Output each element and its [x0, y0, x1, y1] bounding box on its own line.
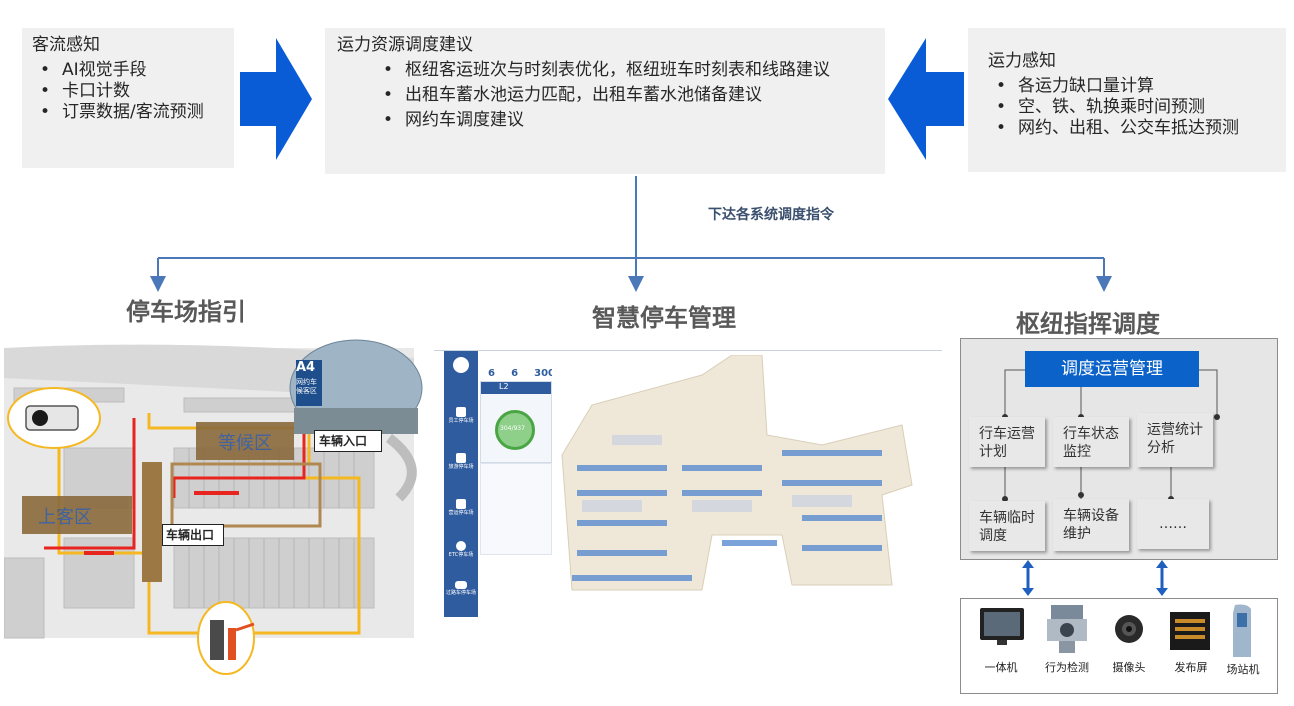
list-item: 网约车调度建议 [375, 110, 873, 131]
camera-icon [1115, 615, 1143, 643]
kiosk-icon [1233, 604, 1251, 657]
staff-icon [456, 407, 466, 417]
tour-icon [456, 453, 466, 463]
parking-lot-map [552, 355, 942, 617]
stat-value: 6 [488, 368, 495, 379]
car-icon [455, 581, 467, 589]
exit-text: 车辆出口 [166, 528, 215, 542]
list-item: 卡口计数 [32, 81, 224, 102]
sidebar-item-operation[interactable]: 营运停车场 [444, 497, 478, 527]
parking-guide-title: 停车场指引 [126, 298, 246, 326]
sidebar-item-label: 员工停车场 [448, 418, 474, 424]
capacity-sensing-list: 各运力缺口量计算 空、铁、轨换乘时间预测 网约、出租、公交车抵达预测 [988, 76, 1272, 139]
device-label-terminal: 一体机 [984, 661, 1018, 674]
parking-map-drawing [3, 339, 423, 675]
entrance-label: 车辆入口 [314, 430, 382, 452]
terminal-icon [980, 608, 1024, 645]
hub-dispatch-panel: 调度运营管理 行车运营计划 行车状态监控 运营统计分析 车辆临时调度 车辆设备维… [960, 338, 1278, 560]
passenger-sensing-box: 客流感知 AI视觉手段 卡口计数 订票数据/客流预测 [22, 28, 234, 168]
entrance-text: 车辆入口 [319, 434, 368, 448]
sidebar-item-label: 旅游停车场 [448, 464, 474, 470]
app-logo-icon [453, 357, 469, 373]
dispatch-ops-button[interactable]: 调度运营管理 [1025, 351, 1199, 387]
etc-icon [456, 541, 466, 551]
list-item: 各运力缺口量计算 [988, 76, 1272, 97]
device-label-board: 发布屏 [1174, 661, 1208, 674]
occupancy-gauge: 304/937 [495, 410, 535, 450]
floor-panel: L2 304/937 [480, 381, 552, 463]
stat-value: 6 [511, 368, 519, 379]
list-item: AI视觉手段 [32, 60, 224, 81]
waiting-zone-label: 等候区 [196, 422, 294, 460]
sidebar-item-label: 过路车停车场 [445, 590, 476, 596]
parking-guide-map: A4 网约车候客区 等候区 上客区 车辆入口 车辆出口 [3, 338, 424, 678]
boarding-zone-text: 上客区 [38, 507, 92, 528]
app-sidebar: 员工停车场 旅游停车场 营运停车场 ETC停车场 过路车停车场 [444, 351, 478, 617]
sign-text: 网约车候客区 [296, 378, 317, 395]
floor-selector[interactable]: L2 [481, 382, 551, 394]
hub-node-maintenance[interactable]: 车辆设备维护 [1053, 499, 1129, 551]
sidebar-item-label: ETC停车场 [448, 552, 474, 558]
list-item: 枢纽客运班次与时刻表优化，枢纽班车时刻表和线路建议 [375, 60, 873, 81]
display-board-icon [1170, 612, 1210, 650]
list-item: 订票数据/客流预测 [32, 102, 224, 123]
dispatch-advice-title: 运力资源调度建议 [337, 35, 473, 55]
boarding-zone-label: 上客区 [22, 496, 132, 534]
sign-code: A4 [296, 360, 316, 375]
floor-label: L2 [499, 382, 509, 391]
capacity-sensing-title: 运力感知 [988, 51, 1056, 71]
sidebar-item-transit[interactable]: 过路车停车场 [444, 579, 478, 609]
hub-node-stats[interactable]: 运营统计分析 [1137, 413, 1213, 467]
arrow-right-icon [240, 38, 312, 160]
capacity-sensing-box: 运力感知 各运力缺口量计算 空、铁、轨换乘时间预测 网约、出租、公交车抵达预测 [968, 28, 1286, 172]
hub-node-plan[interactable]: 行车运营计划 [969, 417, 1045, 467]
behavior-detect-icon [1047, 605, 1087, 653]
sidebar-item-label: 营运停车场 [448, 510, 474, 516]
device-label-camera: 摄像头 [1112, 661, 1146, 674]
hub-node-more[interactable]: …… [1137, 499, 1209, 549]
list-item: 出租车蓄水池运力匹配，出租车蓄水池储备建议 [375, 85, 873, 106]
sidebar-item-etc[interactable]: ETC停车场 [444, 539, 478, 569]
dispatch-label: 下达各系统调度指令 [708, 207, 834, 223]
hub-node-temp-dispatch[interactable]: 车辆临时调度 [969, 501, 1045, 551]
hub-node-monitor[interactable]: 行车状态监控 [1053, 417, 1129, 467]
passenger-sensing-list: AI视觉手段 卡口计数 订票数据/客流预测 [32, 60, 224, 123]
double-arrow-icon [1156, 560, 1168, 596]
dispatch-advice-list: 枢纽客运班次与时刻表优化，枢纽班车时刻表和线路建议 出租车蓄水池运力匹配，出租车… [337, 60, 873, 131]
double-arrow-icon [1022, 560, 1034, 596]
device-panel: 一体机 行为检测 摄像头 发布屏 场站机 [960, 598, 1278, 694]
stat-value: 300 [534, 368, 555, 379]
dispatch-advice-box: 运力资源调度建议 枢纽客运班次与时刻表优化，枢纽班车时刻表和线路建议 出租车蓄水… [325, 28, 885, 174]
arrow-left-icon [888, 38, 964, 160]
sidebar-item-staff[interactable]: 员工停车场 [444, 405, 478, 435]
gauge-value: 304/937 [500, 425, 525, 432]
smart-parking-app: 员工停车场 旅游停车场 营运停车场 ETC停车场 过路车停车场 6 6 300 … [434, 350, 942, 617]
dispatch-connector [150, 176, 1112, 292]
smart-parking-title: 智慧停车管理 [592, 304, 736, 332]
hub-connectors [1002, 369, 1220, 502]
list-item: 空、铁、轨换乘时间预测 [988, 97, 1272, 118]
passenger-sensing-title: 客流感知 [32, 35, 100, 55]
waiting-zone-text: 等候区 [218, 433, 272, 454]
exit-label: 车辆出口 [162, 524, 224, 546]
device-label-kiosk: 场站机 [1226, 663, 1260, 676]
hub-dispatch-title: 枢纽指挥调度 [1016, 310, 1160, 338]
list-item: 网约、出租、公交车抵达预测 [988, 118, 1272, 139]
sidebar-item-tour[interactable]: 旅游停车场 [444, 451, 478, 481]
device-label-behavior: 行为检测 [1045, 661, 1089, 674]
bus-icon [456, 499, 466, 509]
filter-panel [480, 463, 552, 555]
